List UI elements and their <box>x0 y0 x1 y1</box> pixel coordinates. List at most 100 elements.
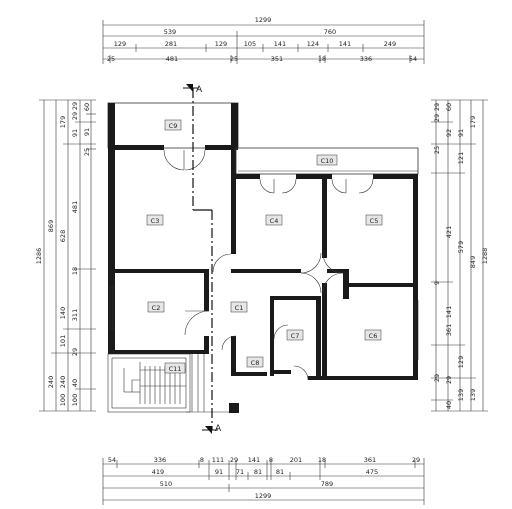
right-dim-label: 141 <box>445 306 453 318</box>
top-dim-label: 539 <box>164 28 176 36</box>
room-tag-c4: C4 <box>265 214 283 226</box>
top-dim-label: 481 <box>166 55 178 63</box>
bottom-dim-label: 475 <box>366 468 378 476</box>
room-tags: C9 C10 C3 C4 C5 C2 C1 C7 C6 C8 C11 <box>146 119 383 374</box>
section-label-top: A <box>196 85 203 95</box>
bottom-dim-label: 54 <box>108 456 116 464</box>
left-dim-label: 29 <box>71 112 79 120</box>
right-dim-label: 179 <box>469 116 477 128</box>
bottom-dimension-lines <box>102 458 425 505</box>
svg-text:C8: C8 <box>251 359 260 367</box>
right-dim-label: 9 <box>433 281 441 285</box>
top-dimension-lines <box>102 20 425 64</box>
right-dim-label: 139 <box>469 389 477 401</box>
bottom-dim-label: 81 <box>276 468 284 476</box>
right-dim-label: 579 <box>457 241 465 253</box>
bottom-dim-label: 8 <box>269 456 273 464</box>
left-dim-label: 100 <box>59 394 67 406</box>
top-dim-label: 141 <box>274 40 286 48</box>
svg-text:C2: C2 <box>152 304 161 312</box>
bottom-dim-label: 81 <box>254 468 262 476</box>
left-dim-label: 40 <box>71 379 79 387</box>
top-dim-label: 25 <box>230 55 238 63</box>
bottom-dim-total: 1299 <box>255 492 272 500</box>
left-dim-label: 240 <box>47 376 55 388</box>
top-dim-total: 1299 <box>255 16 272 24</box>
room-tag-c7: C7 <box>286 329 304 341</box>
left-dim-label: 481 <box>71 201 79 213</box>
top-dim-label: 54 <box>409 55 417 63</box>
top-dim-label: 129 <box>215 40 227 48</box>
room-tag-c3: C3 <box>146 214 164 226</box>
section-line <box>192 88 213 430</box>
bottom-dim-label: 361 <box>364 456 376 464</box>
right-dim-label: 92 <box>445 129 453 137</box>
room-tag-c10: C10 <box>316 154 338 166</box>
bottom-dim-label: 789 <box>321 480 333 488</box>
bottom-dim-label: 201 <box>290 456 302 464</box>
right-dim-label: 121 <box>457 152 465 164</box>
section-marker-bottom: A <box>202 424 222 434</box>
right-dim-label: 421 <box>445 226 453 238</box>
room-tag-c6: C6 <box>364 329 382 341</box>
svg-text:C7: C7 <box>291 332 300 340</box>
room-tag-c5: C5 <box>365 214 383 226</box>
svg-text:C6: C6 <box>369 332 378 340</box>
left-dim-label: 60 <box>83 103 91 111</box>
bottom-dim-label: 111 <box>212 456 224 464</box>
left-dim-label: 101 <box>59 335 67 347</box>
left-dimension-lines <box>39 99 96 412</box>
right-dim-label: 29 <box>445 376 453 384</box>
room-tag-c11: C11 <box>164 362 186 374</box>
right-dim-label: 29 <box>433 114 441 122</box>
left-dim-label: 91 <box>83 128 91 136</box>
svg-text:C4: C4 <box>270 217 279 225</box>
left-dim-label: 29 <box>71 102 79 110</box>
top-dim-label: 129 <box>114 40 126 48</box>
bottom-dim-label: 8 <box>200 456 204 464</box>
left-dim-label: 25 <box>83 148 91 156</box>
left-dim-label: 29 <box>71 348 79 356</box>
top-dim-label: 18 <box>318 55 326 63</box>
top-dim-label: 249 <box>384 40 396 48</box>
right-dim-label: 25 <box>433 146 441 154</box>
bottom-dim-label: 18 <box>318 456 326 464</box>
left-dim-label: 869 <box>47 220 55 232</box>
bottom-dim-label: 71 <box>236 468 244 476</box>
right-dim-label: 139 <box>457 389 465 401</box>
left-dim-label: 140 <box>59 307 67 319</box>
right-dim-label: 60 <box>445 103 453 111</box>
left-dim-label: 311 <box>71 309 79 321</box>
svg-text:C5: C5 <box>370 217 379 225</box>
top-dim-label: 351 <box>271 55 283 63</box>
top-dim-label: 105 <box>244 40 256 48</box>
top-dim-label: 336 <box>360 55 372 63</box>
svg-text:C1: C1 <box>235 304 244 312</box>
bottom-dim-label: 336 <box>154 456 166 464</box>
right-dimension-lines <box>431 99 488 412</box>
room-tag-c9: C9 <box>164 119 182 131</box>
windows <box>109 170 419 360</box>
door-swings <box>163 149 374 381</box>
svg-text:C3: C3 <box>151 217 160 225</box>
room-tag-c1: C1 <box>230 301 248 313</box>
left-dim-total: 1286 <box>35 248 43 265</box>
top-dim-label: 25 <box>107 55 115 63</box>
left-dim-label: 179 <box>59 116 67 128</box>
right-dim-label: 40 <box>445 401 453 409</box>
top-dim-label: 760 <box>324 28 336 36</box>
top-dim-label: 281 <box>165 40 177 48</box>
right-dim-label: 29 <box>433 374 441 382</box>
bottom-dim-label: 141 <box>248 456 260 464</box>
svg-text:C9: C9 <box>169 122 178 130</box>
bottom-dim-label: 29 <box>230 456 238 464</box>
bottom-dim-label: 419 <box>152 468 164 476</box>
right-dim-label: 29 <box>433 103 441 111</box>
right-dim-label: 849 <box>469 256 477 268</box>
left-dim-label: 628 <box>59 230 67 242</box>
staircase <box>107 353 229 413</box>
svg-text:C11: C11 <box>169 365 182 373</box>
section-label-bottom: A <box>215 424 222 434</box>
left-dim-label: 240 <box>59 376 67 388</box>
